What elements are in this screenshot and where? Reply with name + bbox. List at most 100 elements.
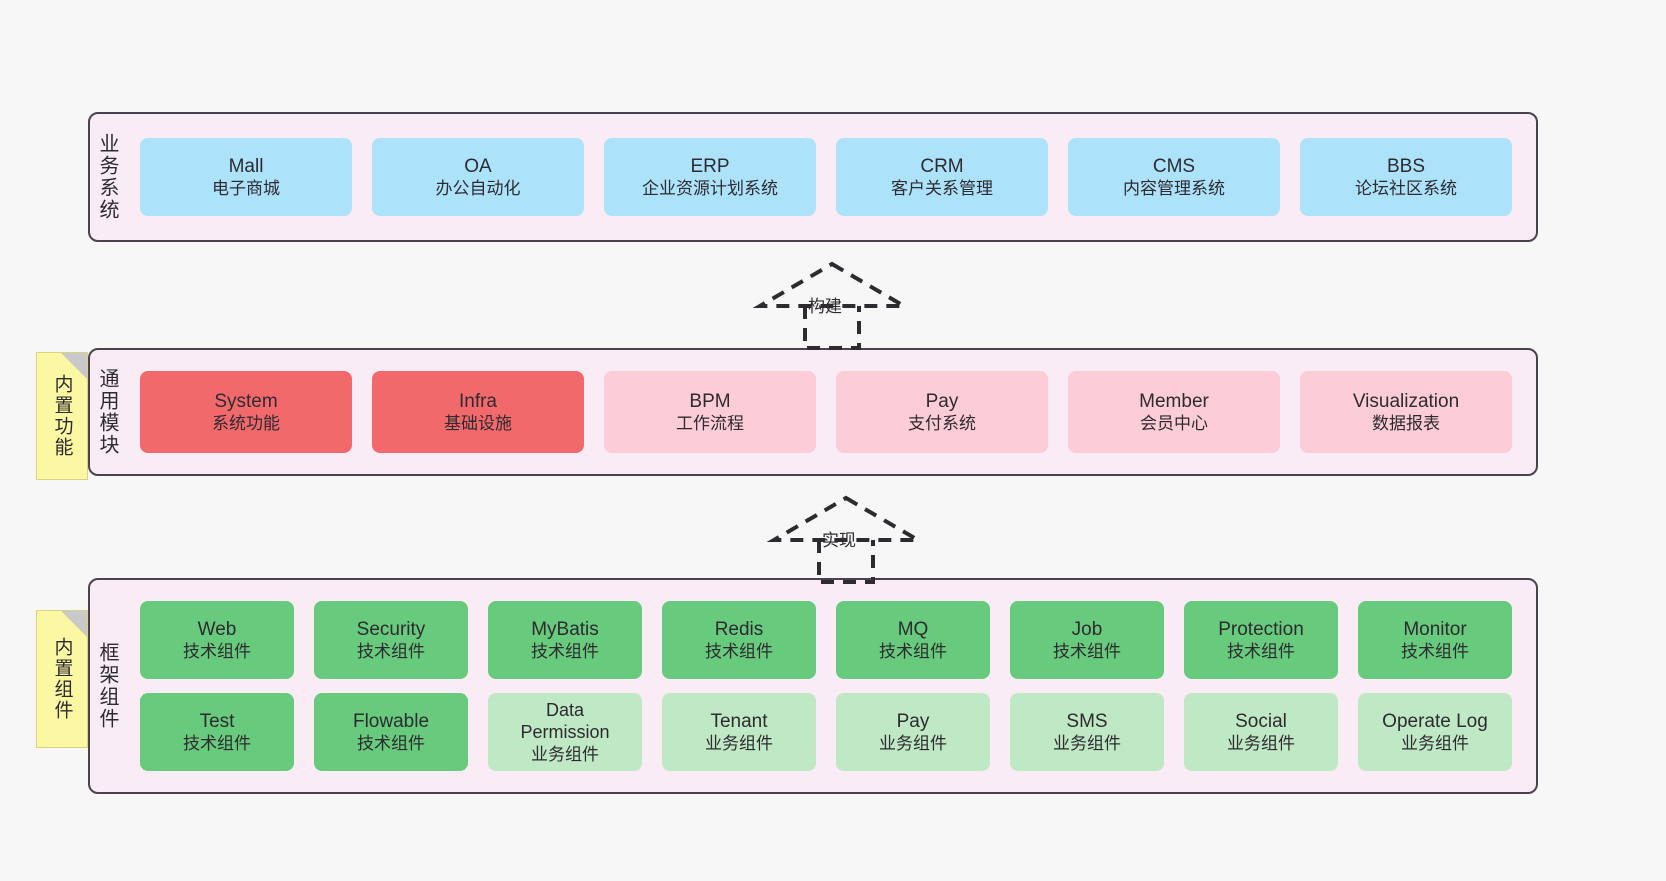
node-job[interactable]: Job 技术组件 xyxy=(1010,601,1164,679)
layer-framework-title: 框架组件 xyxy=(96,642,118,730)
node-social[interactable]: Social 业务组件 xyxy=(1184,693,1338,771)
node-sms-desc: 业务组件 xyxy=(1053,734,1121,754)
node-pay-component[interactable]: Pay 业务组件 xyxy=(836,693,990,771)
layer-business-nodes: Mall 电子商城 OA 办公自动化 ERP 企业资源计划系统 CRM 客户关系… xyxy=(124,114,1536,240)
node-tenant[interactable]: Tenant 业务组件 xyxy=(662,693,816,771)
node-cms-desc: 内容管理系统 xyxy=(1123,179,1225,199)
sticky-note-builtin-components-label: 内置组件 xyxy=(51,637,73,721)
framework-row-technical: Web 技术组件 Security 技术组件 MyBatis 技术组件 Redi… xyxy=(130,601,1522,679)
node-infra[interactable]: Infra 基础设施 xyxy=(372,371,584,453)
layer-business-title: 业务系统 xyxy=(96,133,118,221)
node-operate-log-desc: 业务组件 xyxy=(1401,734,1469,754)
node-mall[interactable]: Mall 电子商城 xyxy=(140,138,352,216)
node-bpm-name: BPM xyxy=(689,390,731,412)
node-bbs-name: BBS xyxy=(1386,155,1426,177)
node-job-name: Job xyxy=(1071,618,1103,640)
node-mq-desc: 技术组件 xyxy=(879,642,947,662)
connector-implement: 实现 xyxy=(766,492,926,584)
node-data-permission-desc: 业务组件 xyxy=(531,744,599,764)
node-cms-name: CMS xyxy=(1152,155,1196,177)
node-web[interactable]: Web 技术组件 xyxy=(140,601,294,679)
node-erp-name: ERP xyxy=(690,155,730,177)
sticky-note-builtin-features: 内置功能 xyxy=(36,352,88,480)
layer-framework-rows: Web 技术组件 Security 技术组件 MyBatis 技术组件 Redi… xyxy=(124,580,1536,792)
node-oa-desc: 办公自动化 xyxy=(435,179,521,199)
sticky-fold-corner-icon xyxy=(61,353,87,379)
node-bpm[interactable]: BPM 工作流程 xyxy=(604,371,816,453)
node-system[interactable]: System 系统功能 xyxy=(140,371,352,453)
node-protection-desc: 技术组件 xyxy=(1227,642,1295,662)
node-monitor[interactable]: Monitor 技术组件 xyxy=(1358,601,1512,679)
node-erp[interactable]: ERP 企业资源计划系统 xyxy=(604,138,816,216)
node-pay-module-name: Pay xyxy=(925,390,959,412)
node-mall-desc: 电子商城 xyxy=(212,179,280,199)
node-monitor-name: Monitor xyxy=(1403,618,1467,640)
layer-common-module: 通用模块 System 系统功能 Infra 基础设施 BPM 工作流程 Pay… xyxy=(88,348,1538,476)
node-mall-name: Mall xyxy=(228,155,264,177)
sticky-fold-corner-icon xyxy=(61,611,87,637)
node-mybatis[interactable]: MyBatis 技术组件 xyxy=(488,601,642,679)
node-member[interactable]: Member 会员中心 xyxy=(1068,371,1280,453)
node-flowable-name: Flowable xyxy=(352,710,430,732)
node-pay-module[interactable]: Pay 支付系统 xyxy=(836,371,1048,453)
node-mq-name: MQ xyxy=(897,618,929,640)
connector-build: 构建 xyxy=(752,258,912,350)
node-crm-name: CRM xyxy=(920,155,964,177)
layer-module-nodes: System 系统功能 Infra 基础设施 BPM 工作流程 Pay 支付系统… xyxy=(124,350,1536,474)
node-job-desc: 技术组件 xyxy=(1053,642,1121,662)
node-member-name: Member xyxy=(1139,390,1209,412)
node-oa-name: OA xyxy=(464,155,492,177)
node-pay-component-name: Pay xyxy=(896,710,930,732)
node-redis[interactable]: Redis 技术组件 xyxy=(662,601,816,679)
framework-row-business: Test 技术组件 Flowable 技术组件 Data Permission … xyxy=(130,693,1522,771)
connector-build-arrow xyxy=(752,261,912,350)
node-redis-desc: 技术组件 xyxy=(705,642,773,662)
layer-module-title: 通用模块 xyxy=(96,368,118,456)
node-social-desc: 业务组件 xyxy=(1227,734,1295,754)
node-security-name: Security xyxy=(356,618,426,640)
node-web-desc: 技术组件 xyxy=(183,642,251,662)
layer-framework-component: 框架组件 Web 技术组件 Security 技术组件 MyBatis 技术组件… xyxy=(88,578,1538,794)
node-mybatis-desc: 技术组件 xyxy=(531,642,599,662)
node-protection[interactable]: Protection 技术组件 xyxy=(1184,601,1338,679)
node-bbs[interactable]: BBS 论坛社区系统 xyxy=(1300,138,1512,216)
connector-implement-label: 实现 xyxy=(822,531,856,550)
node-monitor-desc: 技术组件 xyxy=(1401,642,1469,662)
node-test[interactable]: Test 技术组件 xyxy=(140,693,294,771)
node-data-permission[interactable]: Data Permission 业务组件 xyxy=(488,693,642,771)
node-cms[interactable]: CMS 内容管理系统 xyxy=(1068,138,1280,216)
connector-build-label: 构建 xyxy=(808,297,842,316)
node-security[interactable]: Security 技术组件 xyxy=(314,601,468,679)
node-visualization-desc: 数据报表 xyxy=(1372,414,1440,434)
node-crm-desc: 客户关系管理 xyxy=(891,179,993,199)
layer-business-system: 业务系统 Mall 电子商城 OA 办公自动化 ERP 企业资源计划系统 CRM… xyxy=(88,112,1538,242)
node-oa[interactable]: OA 办公自动化 xyxy=(372,138,584,216)
node-security-desc: 技术组件 xyxy=(357,642,425,662)
node-operate-log-name: Operate Log xyxy=(1382,710,1488,732)
node-member-desc: 会员中心 xyxy=(1140,414,1208,434)
node-data-permission-name: Data Permission xyxy=(520,700,610,743)
node-pay-module-desc: 支付系统 xyxy=(908,414,976,434)
node-flowable[interactable]: Flowable 技术组件 xyxy=(314,693,468,771)
node-operate-log[interactable]: Operate Log 业务组件 xyxy=(1358,693,1512,771)
node-sms-name: SMS xyxy=(1066,710,1108,732)
node-mybatis-name: MyBatis xyxy=(531,618,599,640)
node-visualization[interactable]: Visualization 数据报表 xyxy=(1300,371,1512,453)
node-crm[interactable]: CRM 客户关系管理 xyxy=(836,138,1048,216)
node-test-desc: 技术组件 xyxy=(183,734,251,754)
sticky-note-builtin-components: 内置组件 xyxy=(36,610,88,748)
node-tenant-desc: 业务组件 xyxy=(705,734,773,754)
node-web-name: Web xyxy=(197,618,237,640)
node-infra-name: Infra xyxy=(458,390,498,412)
node-system-name: System xyxy=(214,390,278,412)
node-system-desc: 系统功能 xyxy=(212,414,280,434)
sticky-note-builtin-features-label: 内置功能 xyxy=(51,374,73,458)
node-sms[interactable]: SMS 业务组件 xyxy=(1010,693,1164,771)
node-infra-desc: 基础设施 xyxy=(444,414,512,434)
node-social-name: Social xyxy=(1235,710,1287,732)
node-mq[interactable]: MQ 技术组件 xyxy=(836,601,990,679)
node-bbs-desc: 论坛社区系统 xyxy=(1355,179,1457,199)
node-tenant-name: Tenant xyxy=(710,710,768,732)
node-bpm-desc: 工作流程 xyxy=(676,414,744,434)
